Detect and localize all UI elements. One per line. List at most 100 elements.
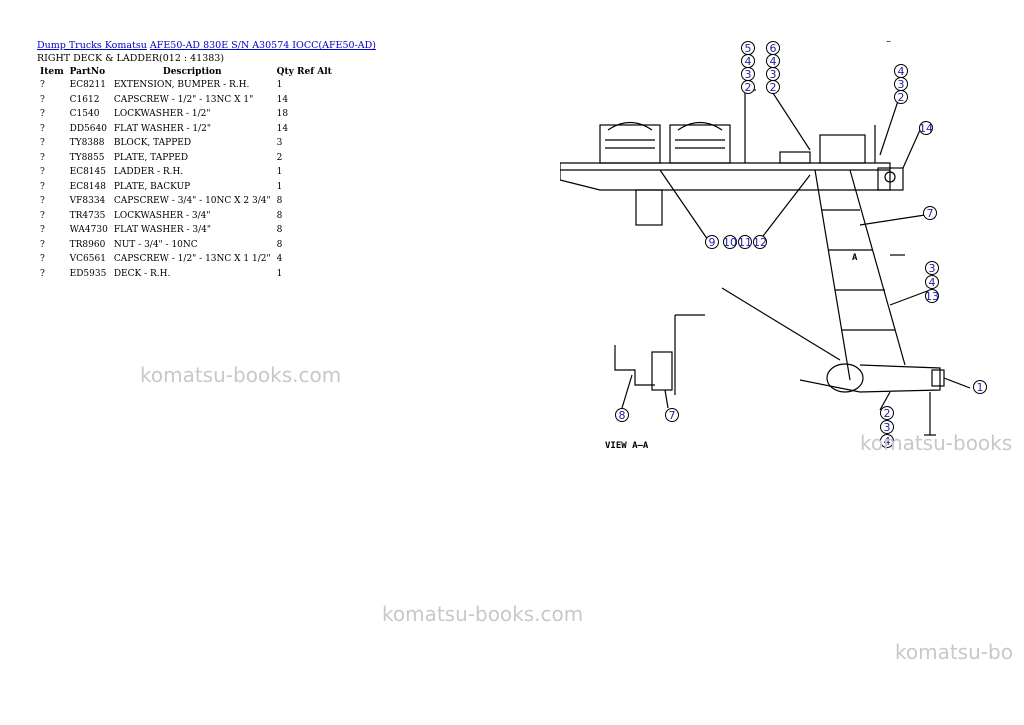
callout-bubble bbox=[615, 408, 629, 422]
header-item: Item bbox=[40, 67, 64, 77]
page-title: RIGHT DECK & LADDER(012 : 41383) bbox=[37, 53, 225, 64]
watermark-right: komatsu-books bbox=[860, 431, 1013, 455]
cell-qty: 1 bbox=[276, 80, 283, 91]
callout-number: 4 bbox=[929, 276, 936, 289]
cell-description: FLAT WASHER - 3/4" bbox=[113, 225, 211, 236]
cell-description: FLAT WASHER - 1/2" bbox=[113, 123, 211, 134]
callout-number: 3 bbox=[898, 78, 905, 91]
cell-partno: EC8211 bbox=[69, 80, 106, 91]
callout-bubble bbox=[973, 380, 987, 394]
cell-qty: 14 bbox=[276, 123, 289, 134]
cell-item: ? bbox=[40, 123, 45, 134]
corner-dash: – bbox=[886, 36, 891, 47]
callout-number: 6 bbox=[770, 42, 777, 55]
cell-partno: TR4735 bbox=[69, 210, 106, 221]
callout-number: 4 bbox=[884, 435, 891, 448]
cell-description: PLATE, TAPPED bbox=[113, 152, 189, 163]
cell-item: ? bbox=[40, 254, 45, 265]
cell-description: CAPSCREW - 3/4" - 10NC X 2 3/4" bbox=[113, 196, 271, 207]
callout-bubble bbox=[925, 261, 939, 275]
cell-item: ? bbox=[40, 94, 45, 105]
view-aa-label: VIEW A–A bbox=[605, 441, 649, 450]
callout-number: 14 bbox=[919, 122, 933, 135]
cell-description: LOCKWASHER - 1/2" bbox=[113, 109, 211, 120]
cell-qty: 3 bbox=[276, 138, 283, 149]
table-row: ? TR4735 LOCKWASHER - 3/4" 8 bbox=[37, 209, 335, 224]
cell-description: LADDER - R.H. bbox=[113, 167, 184, 178]
cell-qty: 1 bbox=[276, 181, 283, 192]
watermark-left: komatsu-books.com bbox=[140, 363, 342, 387]
parts-table: Item PartNo Description Qty Ref Alt ?EC8… bbox=[37, 66, 335, 281]
cell-description: LOCKWASHER - 3/4" bbox=[113, 210, 211, 221]
table-row: ? C1540 LOCKWASHER - 1/2" 18 bbox=[37, 107, 335, 122]
callout-number: 2 bbox=[884, 407, 891, 420]
callout-bubble bbox=[880, 406, 894, 420]
callout-number: 4 bbox=[745, 55, 752, 68]
cell-partno: WA4730 bbox=[69, 225, 108, 236]
callout-number: 2 bbox=[770, 81, 777, 94]
callout-number: 13 bbox=[925, 290, 939, 303]
callout-number: 3 bbox=[929, 262, 936, 275]
cell-partno: EC8148 bbox=[69, 181, 106, 192]
cell-qty: 1 bbox=[276, 167, 283, 178]
callout-bubble bbox=[705, 235, 719, 249]
callout-bubble bbox=[925, 289, 939, 303]
callout-number: 3 bbox=[884, 421, 891, 434]
callout-bubble bbox=[919, 121, 933, 135]
cell-qty: 1 bbox=[276, 268, 283, 279]
callout-bubble bbox=[880, 420, 894, 434]
breadcrumb-link-category[interactable]: Dump Trucks Komatsu bbox=[37, 40, 147, 51]
callout-number: 12 bbox=[753, 236, 767, 249]
cell-item: ? bbox=[40, 268, 45, 279]
callout-bubble bbox=[738, 235, 752, 249]
header-qty-label: Qty bbox=[276, 67, 294, 77]
cell-partno: C1612 bbox=[69, 94, 100, 105]
cell-item: ? bbox=[40, 138, 45, 149]
header-partno: PartNo bbox=[69, 67, 106, 77]
callout-bubble bbox=[766, 80, 780, 94]
callout-number: 9 bbox=[709, 236, 716, 249]
callout-number: 2 bbox=[898, 91, 905, 104]
cell-partno: TY8388 bbox=[69, 138, 105, 149]
cell-item: ? bbox=[40, 239, 45, 250]
callout-number: 2 bbox=[745, 81, 752, 94]
callout-number: 4 bbox=[770, 55, 777, 68]
cell-qty: 18 bbox=[276, 109, 289, 120]
cell-partno: VF8334 bbox=[69, 196, 106, 207]
deck-drawing bbox=[560, 89, 971, 436]
cell-qty: 8 bbox=[276, 239, 283, 250]
header-alt-label: Alt bbox=[317, 67, 332, 77]
callout-bubble bbox=[665, 408, 679, 422]
cell-qty: 8 bbox=[276, 210, 283, 221]
watermark-bottom-right: komatsu-bo bbox=[895, 640, 1013, 664]
callout-number: 7 bbox=[669, 409, 676, 422]
callout-number: 10 bbox=[723, 236, 737, 249]
cell-partno: C1540 bbox=[69, 109, 100, 120]
callout-number: 8 bbox=[619, 409, 626, 422]
header-qty: Qty Ref Alt bbox=[274, 66, 335, 78]
cell-description: NUT - 3/4" - 10NC bbox=[113, 239, 198, 250]
breadcrumb-link-model[interactable]: AFE50-AD 830E S/N A30574 IOCC(AFE50-AD) bbox=[149, 40, 376, 51]
cell-item: ? bbox=[40, 80, 45, 91]
cell-item: ? bbox=[40, 109, 45, 120]
callout-number: 7 bbox=[927, 207, 934, 220]
cell-item: ? bbox=[40, 181, 45, 192]
section-mark-a: A bbox=[852, 253, 858, 263]
cell-item: ? bbox=[40, 210, 45, 221]
callout-bubble bbox=[753, 235, 767, 249]
callout-bubble bbox=[923, 206, 937, 220]
callout-number: 11 bbox=[738, 236, 752, 249]
cell-partno: TY8855 bbox=[69, 152, 105, 163]
callout-number: 4 bbox=[898, 65, 905, 78]
header-ref-label: Ref bbox=[297, 67, 315, 77]
cell-qty: 8 bbox=[276, 196, 283, 207]
